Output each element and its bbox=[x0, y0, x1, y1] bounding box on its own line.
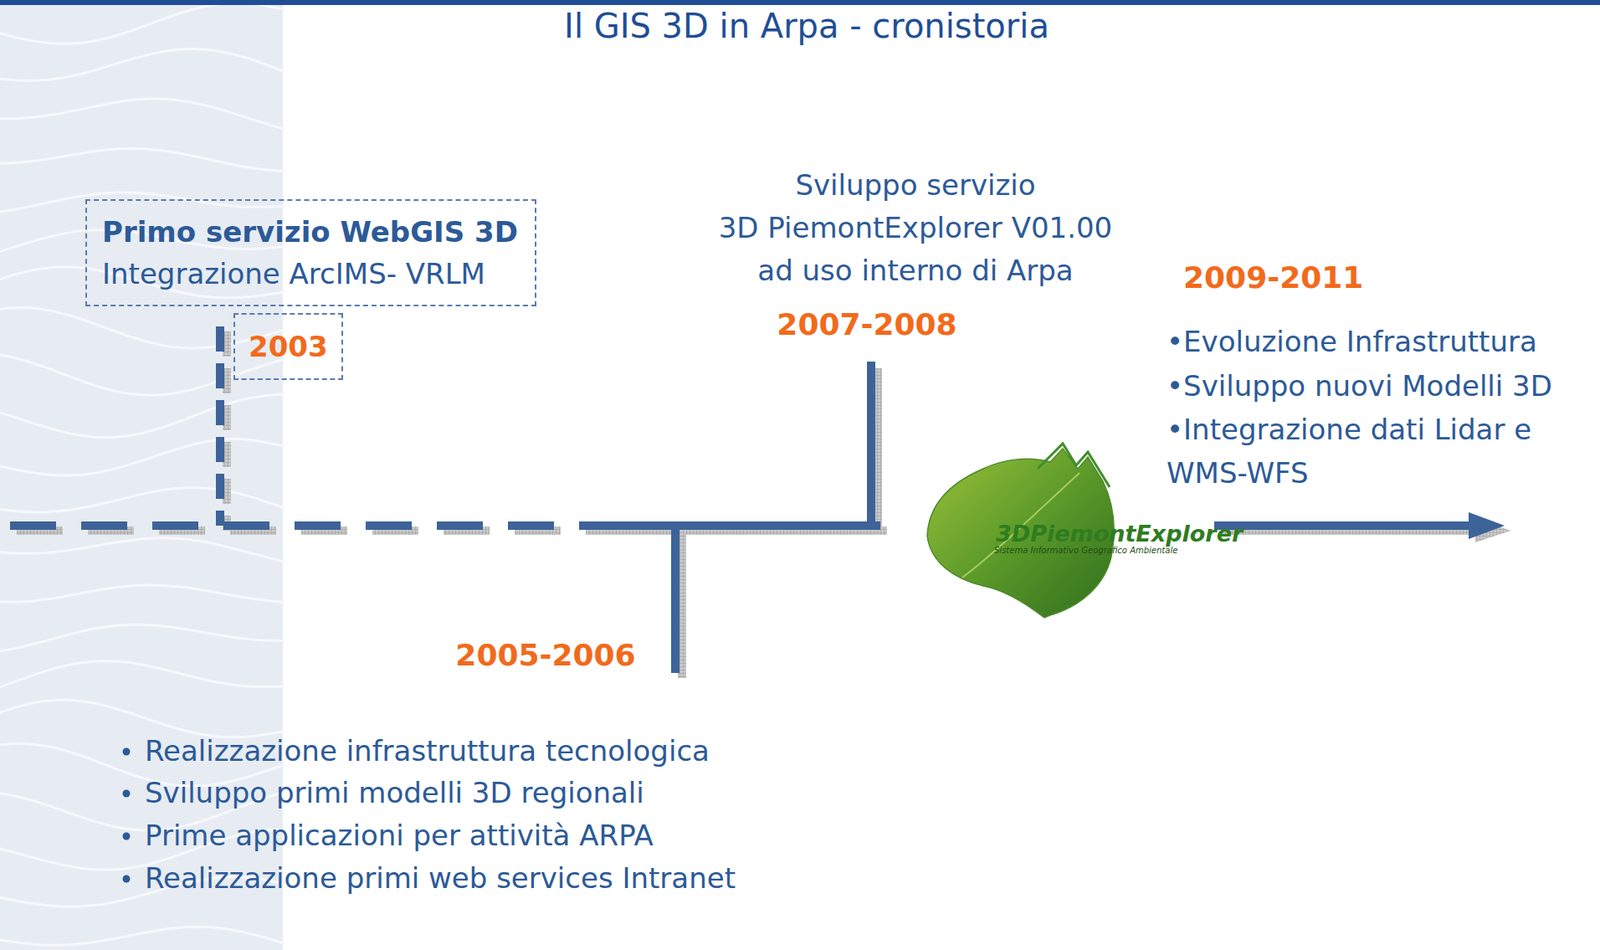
bullet-dots bbox=[123, 748, 131, 883]
bullet-item: •Integrazione dati Lidar e WMS-WFS bbox=[1166, 407, 1585, 495]
contour-line bbox=[0, 699, 285, 737]
logo-text: 3DPiemontExplorer bbox=[995, 520, 1247, 548]
year-label: 2009-2011 bbox=[1183, 259, 1435, 297]
box-text: 2003 bbox=[248, 323, 329, 370]
contour-line bbox=[0, 926, 285, 945]
bullet-dot bbox=[123, 748, 131, 756]
year-label: 2007-2008 bbox=[741, 306, 993, 344]
year-label: 2005-2006 bbox=[378, 635, 713, 675]
contour-line bbox=[0, 192, 285, 215]
bullet-item: Realizzazione infrastruttura tecnologica bbox=[144, 733, 1066, 769]
contour-line bbox=[0, 487, 285, 513]
milestone-text: Sviluppo servizio 3D PiemontExplorer V01… bbox=[622, 164, 1209, 293]
contour-line bbox=[0, 538, 285, 562]
logo-subtitle: Sistema Informativo Geografico Ambiental… bbox=[994, 545, 1212, 556]
contour-line bbox=[0, 661, 285, 693]
contour-line bbox=[0, 98, 285, 129]
box-text: Integrazione ArcIMS- VRLM bbox=[102, 252, 518, 295]
contour-line bbox=[0, 352, 285, 395]
dashed-box: 2003 bbox=[233, 312, 344, 380]
bullet-dot bbox=[123, 789, 131, 798]
bullet-item: •Evoluzione Infrastruttura bbox=[1166, 319, 1595, 364]
dashed-box: Primo servizio WebGIS 3DIntegrazione Arc… bbox=[85, 199, 537, 307]
bullet-item: Sviluppo primi modelli 3D regionali bbox=[144, 774, 1066, 811]
contour-line bbox=[0, 439, 285, 476]
contour-line bbox=[0, 584, 285, 603]
bullet-dot bbox=[123, 832, 131, 841]
contour-line bbox=[0, 148, 285, 172]
title: Il GIS 3D in Arpa - cronistoria bbox=[388, 6, 1226, 46]
contour-line bbox=[0, 3, 285, 45]
contour-line bbox=[0, 394, 285, 438]
bullet-dot bbox=[123, 875, 131, 883]
bullet-item: Realizzazione primi web services Intrane… bbox=[144, 860, 1066, 896]
bullet-item: •Sviluppo nuovi Modelli 3D bbox=[1166, 364, 1595, 408]
contour-line bbox=[0, 49, 285, 82]
top-band bbox=[0, 0, 1600, 6]
box-text: Primo servizio WebGIS 3D bbox=[102, 210, 518, 253]
contour-line bbox=[0, 624, 285, 653]
bullet-item: Prime applicazioni per attività ARPA bbox=[144, 817, 1066, 853]
